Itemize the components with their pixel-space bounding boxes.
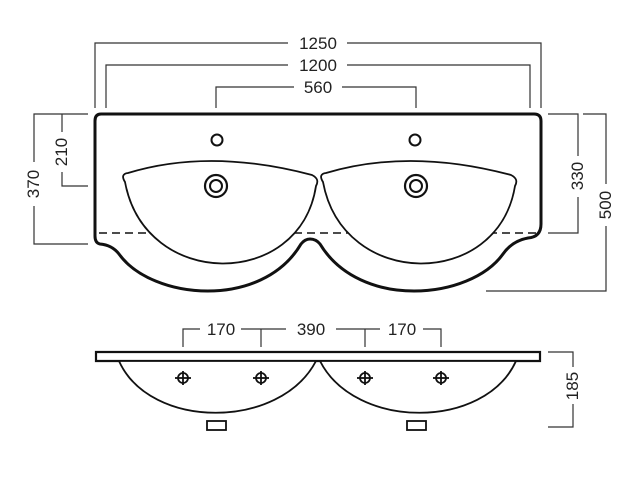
side-left-bowl [117, 360, 318, 414]
right-bowl [320, 160, 518, 265]
dim-label-185: 185 [563, 372, 582, 400]
dim-label-1200: 1200 [299, 56, 337, 75]
side-right-bowl [318, 360, 518, 414]
right-drain-inner [409, 179, 423, 193]
side-right-drain-tail [406, 420, 427, 431]
dim-tap-depth: 210 [52, 114, 88, 187]
side-slab [94, 350, 542, 363]
dim-overall-width: 1250 [94, 34, 542, 108]
dim-label-370: 370 [24, 170, 43, 198]
dim-label-170-left: 170 [207, 320, 235, 339]
countertop-outline [93, 112, 543, 293]
left-tap-hole [210, 133, 224, 147]
fixing-point-2 [253, 371, 269, 385]
dim-fixing-spacing: 170 390 170 [182, 320, 442, 347]
dim-basin-width: 1200 [105, 56, 531, 108]
dim-label-170-right: 170 [388, 320, 416, 339]
fixing-point-3 [357, 371, 373, 385]
left-drain-outer [203, 173, 229, 199]
dim-right-depth: 330 [548, 113, 587, 234]
right-tap-hole [408, 133, 422, 147]
left-bowl [122, 160, 319, 265]
top-view: 1250 1200 560 370 210 330 [24, 34, 615, 293]
fixing-point-4 [433, 371, 449, 385]
dim-tap-spacing: 560 [215, 78, 417, 108]
dim-side-height: 185 [548, 351, 582, 428]
dim-label-500: 500 [596, 191, 615, 219]
dim-label-1250: 1250 [299, 34, 337, 53]
side-view: 170 390 170 185 [94, 320, 582, 431]
fixing-point-1 [175, 371, 191, 385]
dim-label-330: 330 [568, 162, 587, 190]
side-left-drain-tail [206, 420, 227, 431]
left-drain-inner [209, 179, 223, 193]
dim-label-210: 210 [52, 138, 71, 166]
dim-left-depth: 370 [24, 113, 88, 245]
dim-label-390: 390 [297, 320, 325, 339]
right-drain-outer [403, 173, 429, 199]
dim-overall-depth: 500 [486, 113, 615, 292]
dim-label-560: 560 [304, 78, 332, 97]
